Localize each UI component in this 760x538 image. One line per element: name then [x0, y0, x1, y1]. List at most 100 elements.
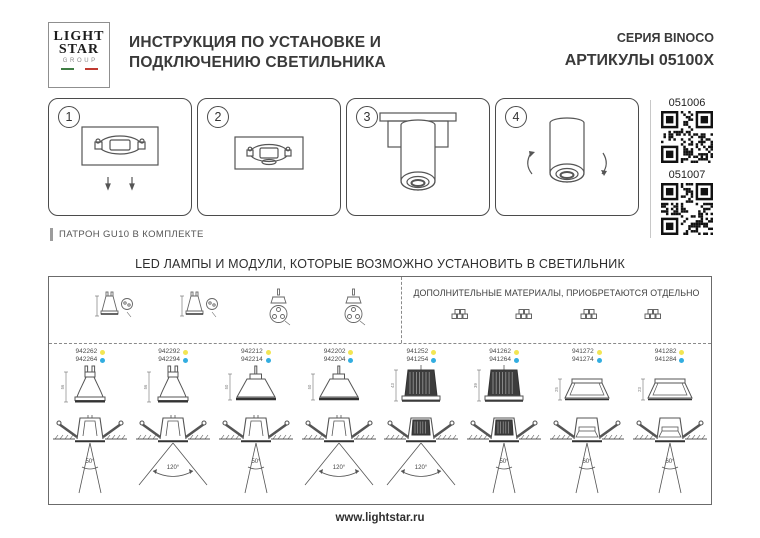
lamp-type-icons: [49, 277, 401, 343]
gu10-lamp-icon: [92, 289, 136, 332]
svg-text:120°: 120°: [332, 465, 345, 471]
logo-word-light: LIGHT: [53, 29, 105, 44]
lamp-drawing: 43: [389, 365, 453, 405]
step-number: 4: [505, 106, 527, 128]
article-code-warm: 942202: [323, 348, 346, 355]
warm-temp-dot: [679, 349, 685, 355]
qr-block: 051006: [658, 97, 716, 163]
step-number: 2: [207, 106, 229, 128]
installation-cross-section: 120°: [381, 405, 461, 497]
step-1-drawing: [49, 99, 191, 215]
cool-temp-dot: [182, 357, 188, 363]
lamp-compatibility-table: ДОПОЛНИТЕЛЬНЫЕ МАТЕРИАЛЫ, ПРИОБРЕТАЮТСЯ …: [48, 276, 712, 505]
article-code-warm: 941252: [406, 348, 429, 355]
step-panel-3: 3: [346, 98, 490, 216]
columns-row: 942262 942264 56 50° 942292 942294 56 12…: [49, 344, 711, 504]
svg-text:50°: 50°: [251, 459, 261, 465]
qr-article-label: 051006: [668, 97, 706, 109]
lamp-drawing: 56: [141, 365, 205, 405]
step-2-drawing: [198, 99, 340, 215]
led-module-accessory-icon: [514, 307, 534, 326]
warm-temp-dot: [182, 349, 188, 355]
step-number: 3: [356, 106, 378, 128]
website-url: www.lightstar.ru: [335, 512, 425, 524]
page-title: ИНСТРУКЦИЯ ПО УСТАНОВКЕ И ПОДКЛЮЧЕНИЮ СВ…: [129, 33, 386, 73]
lamp-column: 941252 941254 43 120°: [380, 344, 463, 504]
article-pair: 941282 941284: [655, 348, 685, 365]
svg-text:60°: 60°: [665, 459, 675, 465]
installation-cross-section: 50°: [464, 405, 544, 497]
svg-text:56: 56: [143, 384, 148, 389]
logo-word-star: STAR: [58, 42, 100, 57]
article-code-cool: 942204: [323, 356, 346, 363]
svg-text:120°: 120°: [167, 465, 180, 471]
cool-temp-dot: [513, 357, 519, 363]
svg-text:120°: 120°: [415, 465, 428, 471]
step-4-drawing: [496, 99, 638, 215]
article-pair: 942212 942214: [241, 348, 271, 365]
installation-cross-section: 60°: [630, 405, 710, 497]
lamp-column: 942202 942204 50 120°: [297, 344, 380, 504]
step-panel-1: 1: [48, 98, 192, 216]
svg-text:43: 43: [390, 383, 395, 388]
lamp-column: 942262 942264 56 50°: [49, 344, 132, 504]
installation-cross-section: 50°: [50, 405, 130, 497]
qr-code: [661, 111, 713, 163]
installation-cross-section: 60°: [547, 405, 627, 497]
svg-text:56: 56: [60, 384, 65, 389]
article-code-cool: 942294: [158, 356, 180, 363]
qr-article-label: 051007: [668, 169, 706, 181]
article-code-warm: 942212: [241, 348, 263, 355]
cool-temp-dot: [100, 357, 106, 363]
title-line-2: ПОДКЛЮЧЕНИЮ СВЕТИЛЬНИКА: [129, 54, 386, 71]
lamp-drawing: 50: [224, 365, 288, 405]
svg-text:50: 50: [307, 384, 312, 389]
mr16-lamp-icon: [262, 288, 296, 333]
additional-materials-box: ДОПОЛНИТЕЛЬНЫЕ МАТЕРИАЛЫ, ПРИОБРЕТАЮТСЯ …: [401, 277, 711, 343]
series-label: СЕРИЯ BINOCO: [616, 31, 714, 45]
svg-text:50°: 50°: [500, 459, 510, 465]
article-pair: 942262 942264: [76, 348, 106, 365]
lamp-drawing: 50: [307, 365, 371, 405]
article-pair: 942202 942204: [324, 348, 354, 365]
lamp-column: 942212 942214 50 50°: [215, 344, 298, 504]
installation-steps: 1 2 3: [48, 98, 639, 216]
led-module-accessory-icon: [450, 307, 470, 326]
warm-temp-dot: [265, 349, 271, 355]
lamp-column: 941272 941274 25 60°: [546, 344, 629, 504]
compat-section-title: LED ЛАМПЫ И МОДУЛИ, КОТОРЫЕ ВОЗМОЖНО УСТ…: [135, 257, 625, 271]
cool-temp-dot: [348, 357, 354, 363]
mr16-lamp-icon: [337, 288, 371, 333]
warm-temp-dot: [431, 349, 437, 355]
lamp-column: 941282 941284 23 60°: [628, 344, 711, 504]
additional-materials-label: ДОПОЛНИТЕЛЬНЫЕ МАТЕРИАЛЫ, ПРИОБРЕТАЮТСЯ …: [413, 288, 700, 298]
article-code-warm: 942262: [75, 348, 98, 355]
article-code-cool: 941284: [654, 356, 677, 363]
article-code-cool: 942214: [241, 356, 263, 363]
article-code-cool: 941274: [572, 356, 594, 363]
title-line-1: ИНСТРУКЦИЯ ПО УСТАНОВКЕ И: [129, 34, 382, 51]
step-3-drawing: [347, 99, 489, 215]
svg-text:60°: 60°: [582, 459, 592, 465]
lamp-column: 941262 941264 39 50°: [463, 344, 546, 504]
lamp-drawing: 39: [472, 365, 536, 405]
qr-column: 051006 051007: [658, 97, 716, 241]
qr-code: [661, 183, 713, 235]
qr-divider-line: [650, 100, 651, 238]
warm-temp-dot: [596, 349, 602, 355]
lamp-drawing: 25: [554, 365, 619, 405]
article-code-cool: 942264: [75, 356, 98, 363]
step-panel-2: 2: [197, 98, 341, 216]
article-code-cool: 941264: [489, 356, 511, 363]
articles-label: АРТИКУЛЫ 05100X: [564, 52, 714, 69]
article-pair: 941272 941274: [572, 348, 602, 365]
warm-temp-dot: [100, 349, 106, 355]
warm-temp-dot: [513, 349, 519, 355]
svg-text:23: 23: [638, 387, 642, 392]
installation-cross-section: 120°: [133, 405, 213, 497]
svg-text:50°: 50°: [86, 459, 96, 465]
cool-temp-dot: [596, 357, 602, 363]
step-number: 1: [58, 106, 80, 128]
svg-text:39: 39: [473, 383, 478, 388]
lamp-drawing: 23: [637, 365, 702, 405]
